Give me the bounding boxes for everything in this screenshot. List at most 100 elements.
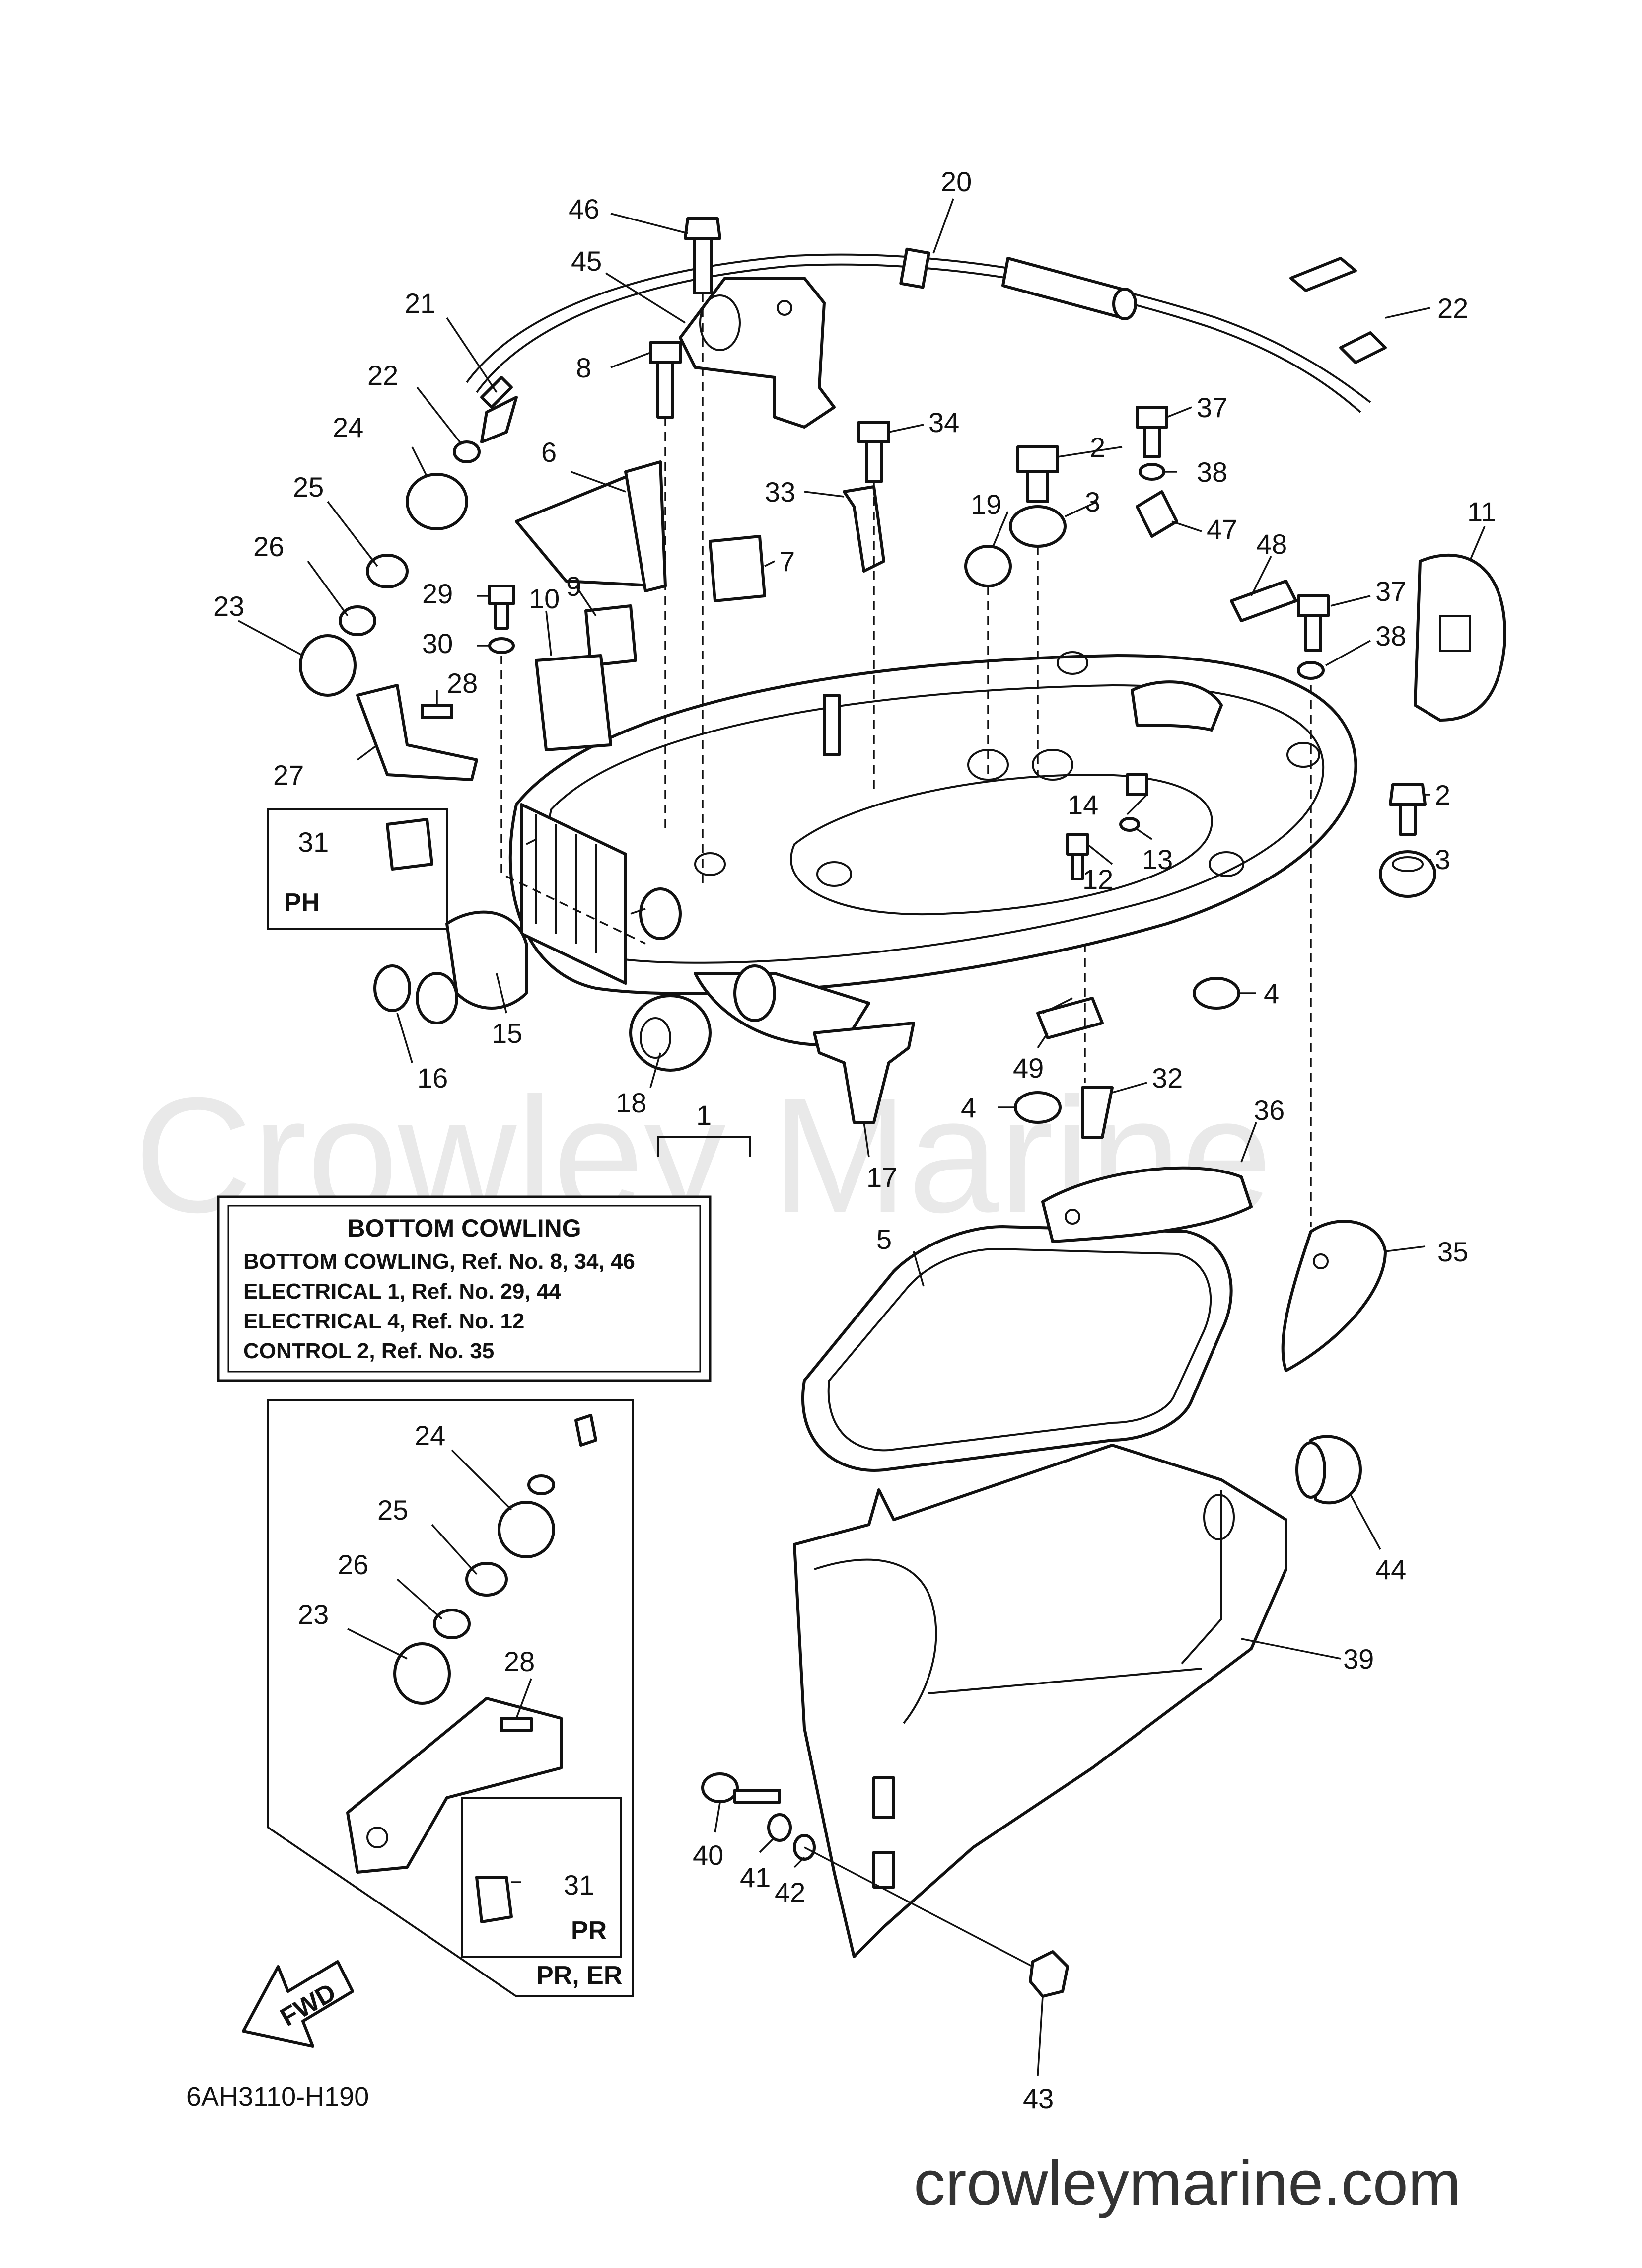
part-35 bbox=[1281, 1220, 1387, 1372]
part-32 bbox=[1081, 1086, 1114, 1139]
grommet-4 bbox=[1014, 977, 1240, 1124]
callout-3: 3 bbox=[1435, 844, 1450, 875]
callout-28: 28 bbox=[504, 1646, 535, 1677]
part-11 bbox=[1414, 553, 1506, 722]
grommet-18 bbox=[629, 994, 712, 1072]
nut-43 bbox=[1029, 1950, 1069, 1998]
info-box-line: BOTTOM COWLING, Ref. No. 8, 34, 46 bbox=[243, 1249, 635, 1274]
clamp-22-left bbox=[453, 440, 481, 463]
bolt-2-top bbox=[1016, 445, 1059, 503]
callout-6: 6 bbox=[541, 437, 557, 468]
callout-20: 20 bbox=[941, 166, 972, 197]
callout-46: 46 bbox=[569, 193, 599, 224]
info-box-title: BOTTOM COWLING bbox=[347, 1214, 581, 1242]
callout-11: 11 bbox=[1467, 496, 1496, 527]
seal-5 bbox=[801, 1225, 1233, 1472]
bolt-40 bbox=[701, 1772, 781, 1804]
callout-38: 38 bbox=[1197, 456, 1227, 488]
callout-17: 17 bbox=[866, 1162, 897, 1193]
bolt-46 bbox=[684, 217, 721, 294]
callout-37: 37 bbox=[1375, 576, 1406, 607]
callout-numbers: 1 2 2 3 3 4 4 5 6 7 8 9 10 11 12 13 14 1… bbox=[214, 166, 1496, 2114]
holder-26 bbox=[339, 605, 376, 636]
callout-22: 22 bbox=[367, 360, 398, 391]
ph-variant-box: PH bbox=[267, 808, 448, 930]
callout-26: 26 bbox=[253, 531, 284, 562]
callout-45: 45 bbox=[571, 245, 602, 277]
callout-44: 44 bbox=[1375, 1554, 1406, 1585]
bracket-33 bbox=[843, 485, 885, 573]
part-10 bbox=[535, 654, 612, 751]
grommet-3-top bbox=[1009, 505, 1067, 548]
plug-25 bbox=[366, 554, 409, 588]
callout-41: 41 bbox=[740, 1862, 771, 1893]
screw-28 bbox=[421, 704, 453, 719]
inset-parts bbox=[346, 1414, 597, 1923]
callout-39: 39 bbox=[1343, 1643, 1374, 1675]
callout-14: 14 bbox=[1068, 789, 1098, 820]
fwd-arrow: FWD bbox=[242, 1960, 354, 2048]
part-36 bbox=[1041, 1166, 1253, 1243]
part-7 bbox=[709, 535, 766, 602]
pr-label: PR bbox=[571, 1916, 607, 1945]
bracket-27 bbox=[356, 684, 478, 781]
grommet-2-3-right bbox=[1379, 783, 1436, 898]
callout-18: 18 bbox=[616, 1087, 646, 1118]
callout-38: 38 bbox=[1375, 620, 1406, 652]
callout-31: 31 bbox=[564, 1869, 594, 1901]
bracket-45 bbox=[679, 277, 836, 429]
callout-49: 49 bbox=[1013, 1052, 1044, 1084]
clip-47 bbox=[1136, 490, 1178, 538]
callout-27: 27 bbox=[273, 759, 304, 791]
callout-32: 32 bbox=[1152, 1062, 1183, 1094]
callout-9: 9 bbox=[566, 571, 581, 602]
grommet-19 bbox=[964, 545, 1012, 587]
washer-41 bbox=[767, 1813, 792, 1842]
part-9 bbox=[584, 604, 637, 667]
callout-31: 31 bbox=[298, 826, 329, 858]
callout-23: 23 bbox=[298, 1599, 329, 1630]
info-box-line: ELECTRICAL 4, Ref. No. 12 bbox=[243, 1309, 524, 1333]
part-17 bbox=[813, 1022, 915, 1124]
diagram-code: 6AH3110-H190 bbox=[186, 2082, 369, 2112]
callout-4: 4 bbox=[961, 1092, 976, 1123]
washer-38-top bbox=[1139, 463, 1165, 481]
callout-13: 13 bbox=[1142, 844, 1173, 875]
callout-24: 24 bbox=[333, 412, 363, 443]
grommet-23 bbox=[299, 634, 357, 697]
callout-35: 35 bbox=[1437, 1236, 1468, 1267]
callout-29: 29 bbox=[422, 578, 453, 609]
callout-1: 1 bbox=[696, 1099, 712, 1131]
bottom-cowling-tray bbox=[508, 651, 1357, 1046]
info-box-line: CONTROL 2, Ref. No. 35 bbox=[243, 1339, 494, 1363]
grommet-15 bbox=[416, 910, 528, 1024]
callout-15: 15 bbox=[492, 1018, 522, 1049]
alignment-lines bbox=[500, 293, 1312, 1227]
bolt-34 bbox=[857, 421, 890, 483]
info-box-line: ELECTRICAL 1, Ref. No. 29, 44 bbox=[243, 1279, 561, 1304]
callout-43: 43 bbox=[1023, 2083, 1054, 2114]
callout-34: 34 bbox=[928, 407, 959, 438]
pr-er-label: PR, ER bbox=[536, 1961, 622, 1990]
callout-30: 30 bbox=[422, 628, 453, 659]
callout-40: 40 bbox=[693, 1839, 723, 1871]
pr-er-inset: PR PR, ER bbox=[267, 1399, 634, 1997]
callout-4: 4 bbox=[1264, 978, 1279, 1009]
callout-8: 8 bbox=[576, 352, 591, 383]
callout-16: 16 bbox=[417, 1062, 448, 1094]
callout-3: 3 bbox=[1085, 486, 1100, 517]
lower-cowling-39 bbox=[793, 1444, 1287, 1958]
callout-47: 47 bbox=[1207, 513, 1237, 545]
washer-30 bbox=[488, 637, 515, 654]
callout-19: 19 bbox=[971, 489, 1001, 520]
callout-7: 7 bbox=[780, 546, 795, 577]
bolt-8 bbox=[649, 341, 682, 419]
callout-23: 23 bbox=[214, 590, 244, 622]
screw-29 bbox=[488, 585, 515, 630]
callout-24: 24 bbox=[415, 1420, 445, 1451]
callout-21: 21 bbox=[405, 288, 435, 319]
bolt-37-right bbox=[1297, 594, 1330, 652]
part-12-14 bbox=[1066, 773, 1148, 880]
callout-10: 10 bbox=[529, 583, 560, 614]
